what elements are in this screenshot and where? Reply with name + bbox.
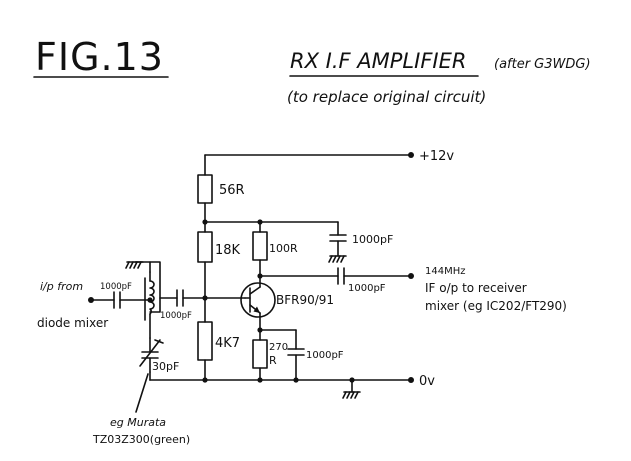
resistor-270r-label-bottom: R xyxy=(269,354,277,367)
resistor-100r-label: 100R xyxy=(269,242,298,255)
coil-note-line2: TZ03Z300(green) xyxy=(92,433,190,446)
coil-note-line1: eg Murata xyxy=(110,416,166,429)
trimmer-cap-label: 30pF xyxy=(152,360,179,373)
output-label-line1: IF o/p to receiver xyxy=(425,281,527,295)
output-label-line2: mixer (eg IC202/FT290) xyxy=(425,299,567,313)
ground-label: 0v xyxy=(419,374,435,389)
ground-symbol-rail xyxy=(342,391,361,399)
decoupling-cap-label: 1000pF xyxy=(352,233,393,246)
resistor-56r-label: 56R xyxy=(219,183,245,198)
coil-note-leader xyxy=(135,373,149,413)
resistor-18k-label: 18K xyxy=(215,243,241,258)
junction-dot xyxy=(257,219,263,225)
resistor-270r-label-top: 270 xyxy=(269,342,288,353)
subtitle-note: (to replace original circuit) xyxy=(287,88,486,106)
capacitor-output xyxy=(337,267,345,285)
heading-block: FIG.13 RX I.F AMPLIFIER (after G3WDG) (t… xyxy=(33,35,591,106)
junction-dot xyxy=(293,377,299,383)
emitter-arrow xyxy=(253,306,260,313)
junction-dot xyxy=(202,377,208,383)
transistor-collector-lead xyxy=(249,286,261,295)
transistor-label: BFR90/91 xyxy=(276,293,334,307)
junction-dot xyxy=(349,377,355,383)
resistor-18k xyxy=(197,231,213,263)
junction-dot xyxy=(202,295,208,301)
output-terminal xyxy=(408,273,414,279)
output-cap-label: 1000pF xyxy=(348,283,386,294)
base-cap-label: 1000pF xyxy=(160,311,192,321)
resistor-4k7 xyxy=(197,321,213,361)
input-label-line2: diode mixer xyxy=(37,316,108,330)
resistor-100r xyxy=(252,231,268,261)
junction-dot xyxy=(257,273,263,279)
credit-note: (after G3WDG) xyxy=(494,57,591,72)
resistor-56r xyxy=(197,174,213,204)
junction-dots xyxy=(147,219,355,383)
trimmer-capacitor xyxy=(139,337,164,373)
capacitor-decoupling xyxy=(329,234,347,242)
coil-tap-wire xyxy=(149,261,161,313)
transistor-bfr90 xyxy=(240,282,276,318)
resistor-4k7-label: 4K7 xyxy=(215,336,240,351)
input-terminal xyxy=(88,297,94,303)
input-label-line1: i/p from xyxy=(40,280,83,293)
resistor-270r xyxy=(252,339,268,369)
input-cap-label: 1000pF xyxy=(100,282,132,292)
output-freq-label: 144MHz xyxy=(425,266,465,277)
junction-dot xyxy=(257,377,263,383)
transistor-body xyxy=(240,282,276,318)
tuned-coil xyxy=(134,261,161,321)
capacitor-input xyxy=(113,291,121,309)
junction-dot xyxy=(257,327,263,333)
figure-label: FIG.13 xyxy=(35,35,164,79)
ground-symbol-coil xyxy=(125,261,144,269)
ground-terminal xyxy=(408,377,414,383)
wiring xyxy=(91,154,411,393)
junction-dot xyxy=(202,219,208,225)
capacitor-emitter xyxy=(287,348,305,356)
capacitor-base xyxy=(176,289,184,307)
supply-terminal xyxy=(408,152,414,158)
ground-symbol-decoupling xyxy=(328,255,347,263)
supply-label: +12v xyxy=(419,149,454,164)
emitter-cap-label: 1000pF xyxy=(306,350,344,361)
circuit-title: RX I.F AMPLIFIER xyxy=(290,49,466,73)
